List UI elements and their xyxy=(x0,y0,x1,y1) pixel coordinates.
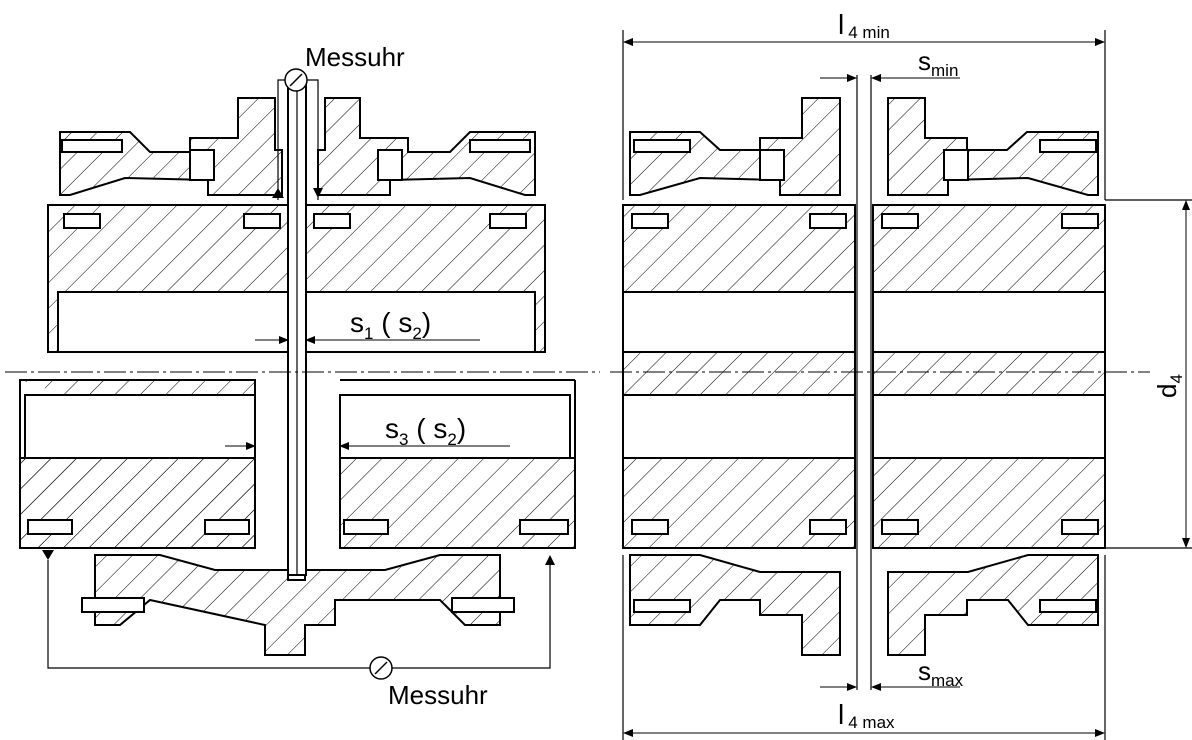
hole-r-1 xyxy=(631,213,669,229)
left-bore-upper xyxy=(57,291,289,353)
hole-r-3 xyxy=(881,213,919,229)
bolt-r-ur xyxy=(1039,139,1097,153)
bolt-r-ul xyxy=(633,139,691,153)
bolt-lower-right xyxy=(451,597,515,613)
right-asm-bore-right-upper xyxy=(872,291,1106,353)
hole-hub-un xyxy=(313,213,351,229)
hole-r-2 xyxy=(809,213,847,229)
hole-hub-lm xyxy=(204,519,250,535)
right-asm-bore-right-lower xyxy=(872,394,1106,459)
label-smin: smin xyxy=(918,46,958,80)
pin-r-1 xyxy=(759,149,785,181)
hole-hub-ll xyxy=(27,519,73,535)
hole-r-4 xyxy=(1061,213,1099,229)
dim-l4min xyxy=(622,30,1106,200)
dim-l4max xyxy=(622,555,1106,740)
right-asm-sleeve-ul xyxy=(629,97,841,196)
pin-upper-right xyxy=(377,149,403,181)
bolt-r-lr xyxy=(1039,599,1097,613)
right-asm-sleeve-ur xyxy=(887,97,1099,196)
hole-hub-ur xyxy=(489,213,527,229)
left-bore-lower xyxy=(24,394,256,459)
sleeve-lower xyxy=(94,554,501,656)
label-messuhr-bottom: Messuhr xyxy=(388,680,488,710)
right-asm-sleeve-ll xyxy=(629,554,841,656)
right-asm-hub-right xyxy=(872,204,1106,549)
hole-r-5 xyxy=(631,519,669,535)
bolt-upper-right xyxy=(469,139,531,153)
dim-d4 xyxy=(1105,199,1192,549)
right-asm-bore-left-lower xyxy=(622,394,856,459)
right-asm-hub-left xyxy=(622,204,856,549)
left-sleeve-upper xyxy=(59,97,283,196)
hole-r-6 xyxy=(809,519,847,535)
right-bore-upper xyxy=(305,291,536,353)
left-lower-half xyxy=(19,379,576,656)
left-upper-half xyxy=(47,97,546,353)
bolt-upper-left xyxy=(61,139,123,153)
dial-indicator-top xyxy=(272,68,323,200)
hole-r-7 xyxy=(881,519,919,535)
right-asm-bore-left-upper xyxy=(622,291,856,353)
label-s3: s3 ( s2) xyxy=(385,413,466,449)
label-smax: smax xyxy=(918,656,964,690)
right-bore-lower xyxy=(339,394,571,459)
label-d4-group: d4 xyxy=(1152,374,1186,398)
pin-upper-left xyxy=(189,149,215,181)
pin-r-2 xyxy=(943,149,969,181)
hole-hub-lr xyxy=(519,519,569,535)
label-s1: s1 ( s2) xyxy=(350,307,431,343)
label-d4: d4 xyxy=(1152,374,1186,398)
hole-r-8 xyxy=(1061,519,1099,535)
hole-hub-um xyxy=(243,213,281,229)
label-messuhr-top: Messuhr xyxy=(305,42,405,72)
right-assembly xyxy=(622,97,1106,656)
bolt-lower-left xyxy=(81,597,145,613)
dial-indicator-bottom xyxy=(42,550,555,680)
right-asm-sleeve-lr xyxy=(887,554,1099,656)
bolt-r-ll xyxy=(633,599,691,613)
hole-hub-ln xyxy=(343,519,389,535)
hole-hub-ul xyxy=(63,213,101,229)
